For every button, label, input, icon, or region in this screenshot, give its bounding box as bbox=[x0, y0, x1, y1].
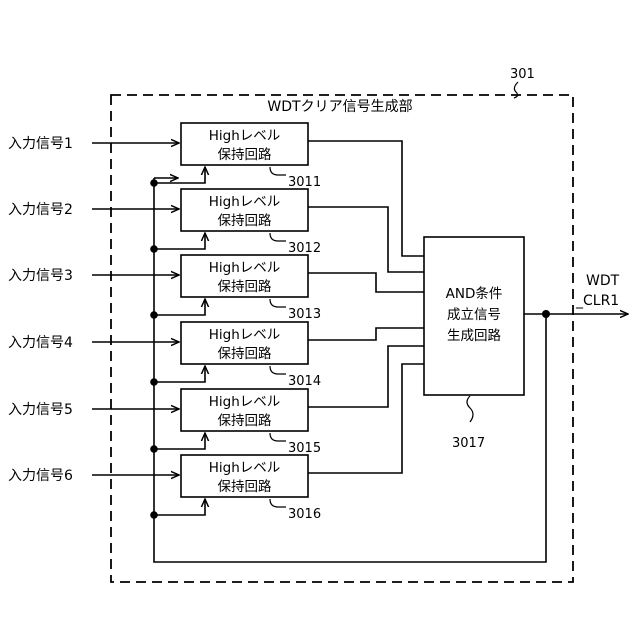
hold-output-wire-4 bbox=[308, 328, 424, 340]
and-block-line3: 生成回路 bbox=[447, 328, 501, 344]
reset-tap-3 bbox=[154, 299, 205, 315]
hold-block-5-ref: 3015 bbox=[288, 441, 321, 456]
hold-block-5-ref-leader bbox=[270, 433, 286, 441]
output-label-line2: _CLR1 bbox=[575, 293, 619, 309]
hold-block-6-ref-leader bbox=[270, 499, 286, 507]
hold-block-2-line1: Highレベル bbox=[209, 194, 281, 210]
hold-block-5-line2: 保持回路 bbox=[218, 413, 272, 429]
hold-block-1-line1: Highレベル bbox=[209, 128, 281, 144]
hold-block-3-line1: Highレベル bbox=[209, 260, 281, 276]
hold-block-1-ref-leader bbox=[270, 167, 286, 175]
hold-block-2-ref-leader bbox=[270, 233, 286, 241]
outer-title: WDTクリア信号生成部 bbox=[267, 99, 412, 115]
hold-block-3-ref-leader bbox=[270, 299, 286, 307]
and-block-line1: AND条件 bbox=[446, 285, 503, 302]
hold-block-4-line2: 保持回路 bbox=[218, 346, 272, 362]
reset-tap-2 bbox=[154, 233, 205, 249]
reset-junction-5 bbox=[150, 445, 158, 453]
reset-tap-4 bbox=[154, 366, 205, 382]
hold-rows: 入力信号1Highレベル保持回路3011入力信号2Highレベル保持回路3012… bbox=[8, 123, 424, 522]
hold-block-4-ref-leader bbox=[270, 366, 286, 374]
hold-output-wire-6 bbox=[308, 364, 424, 473]
hold-block-3-line2: 保持回路 bbox=[218, 279, 272, 295]
hold-block-5-line1: Highレベル bbox=[209, 394, 281, 410]
and-block-ref: 3017 bbox=[452, 436, 485, 451]
hold-block-4-line1: Highレベル bbox=[209, 327, 281, 343]
output-junction bbox=[542, 310, 550, 318]
hold-block-3-ref: 3013 bbox=[288, 307, 321, 322]
reset-junction-1 bbox=[150, 179, 158, 187]
outer-ref: 301 bbox=[510, 67, 535, 82]
input-label-6: 入力信号6 bbox=[8, 468, 73, 484]
reset-junction-4 bbox=[150, 378, 158, 386]
input-label-4: 入力信号4 bbox=[8, 335, 73, 351]
and-block-line2: 成立信号 bbox=[447, 307, 501, 323]
hold-block-1-ref: 3011 bbox=[288, 175, 321, 190]
input-label-3: 入力信号3 bbox=[8, 268, 73, 284]
reset-junction-3 bbox=[150, 311, 158, 319]
and-block-ref-leader bbox=[467, 396, 473, 422]
reset-tap-1 bbox=[154, 167, 205, 183]
hold-block-2-ref: 3012 bbox=[288, 241, 321, 256]
input-label-1: 入力信号1 bbox=[8, 136, 73, 152]
reset-junction-2 bbox=[150, 245, 158, 253]
hold-output-wire-2 bbox=[308, 207, 424, 272]
reset-tap-5 bbox=[154, 433, 205, 449]
hold-output-wire-5 bbox=[308, 346, 424, 407]
hold-block-6-line2: 保持回路 bbox=[218, 479, 272, 495]
input-label-5: 入力信号5 bbox=[8, 402, 73, 418]
hold-block-6-ref: 3016 bbox=[288, 507, 321, 522]
hold-block-2-line2: 保持回路 bbox=[218, 213, 272, 229]
hold-block-1-line2: 保持回路 bbox=[218, 147, 272, 163]
output-label-line1: WDT bbox=[586, 273, 620, 289]
hold-output-wire-3 bbox=[308, 273, 424, 292]
reset-junction-6 bbox=[150, 511, 158, 519]
reset-tap-6 bbox=[154, 499, 205, 515]
hold-block-6-line1: Highレベル bbox=[209, 460, 281, 476]
hold-block-4-ref: 3014 bbox=[288, 374, 321, 389]
input-label-2: 入力信号2 bbox=[8, 202, 73, 218]
hold-output-wire-1 bbox=[308, 141, 424, 256]
